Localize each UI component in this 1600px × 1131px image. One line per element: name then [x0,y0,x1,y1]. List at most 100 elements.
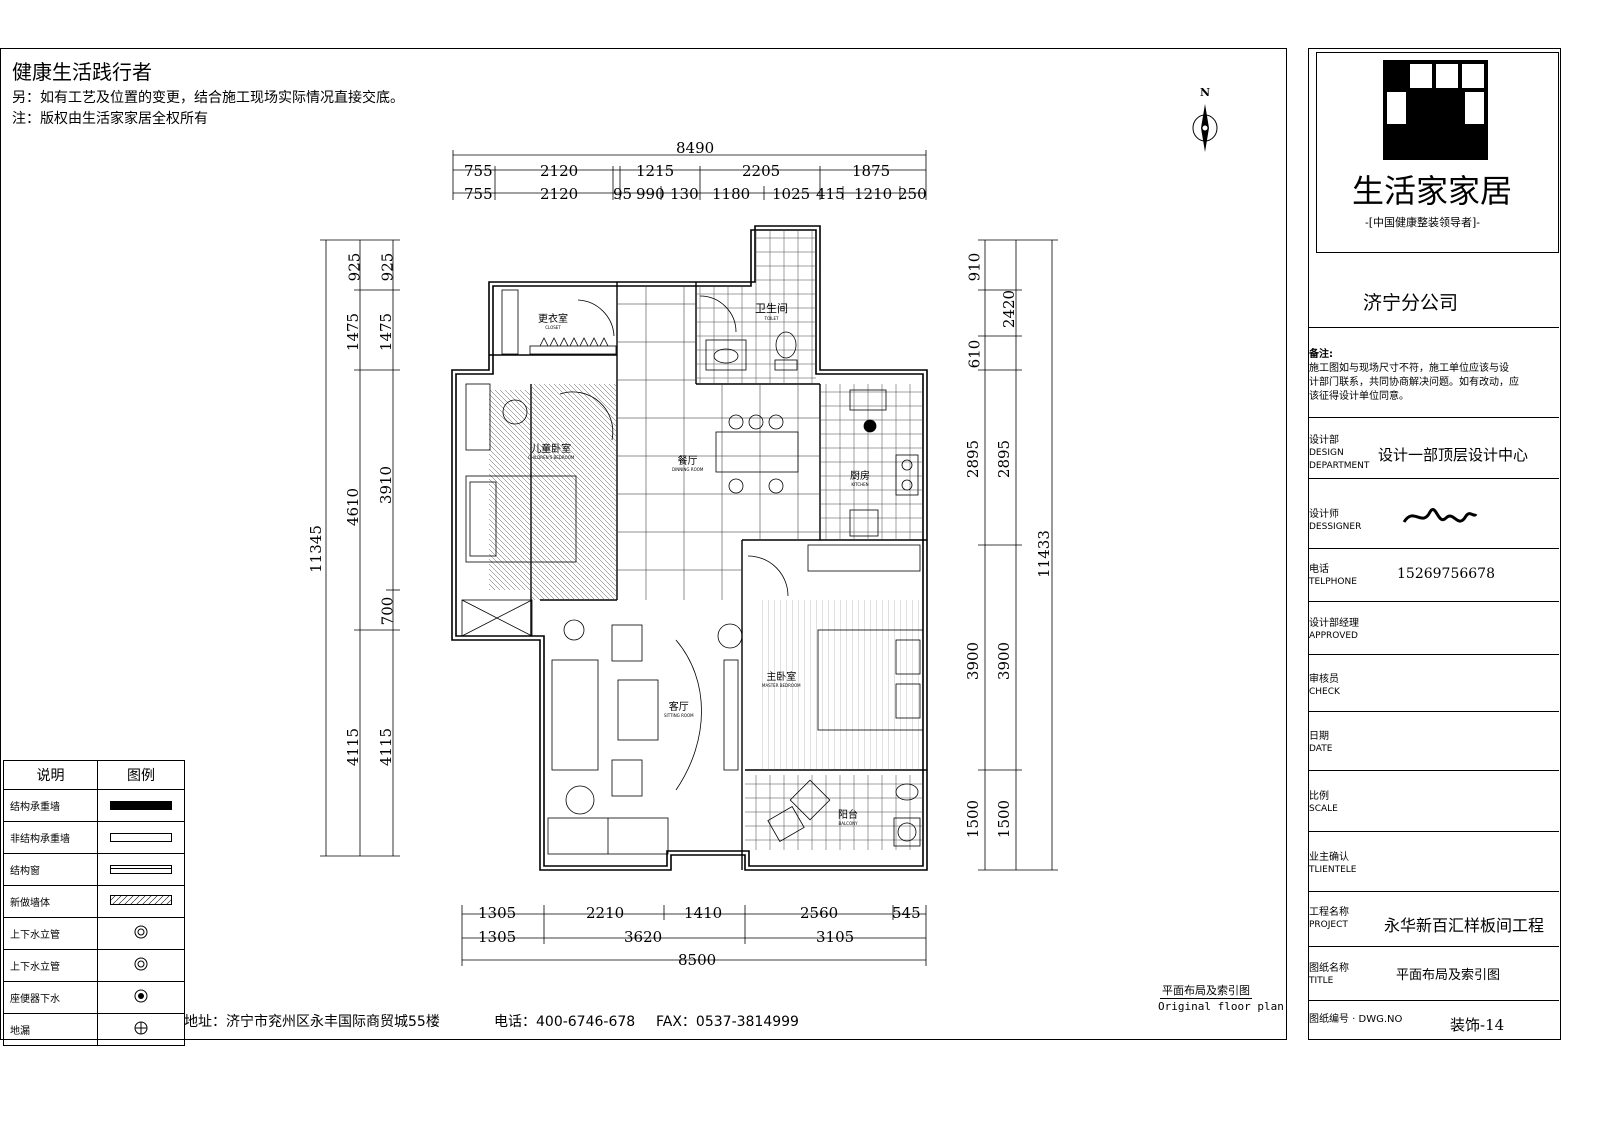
title-block-frame [1308,48,1561,1040]
toilet-floor [696,286,816,384]
hatched-wall-icon [110,895,172,905]
balcony-fixtures [767,779,921,847]
legend-label: 上下水立管 [3,949,98,982]
legend-header-sym: 图例 [97,760,185,790]
dim-left-c2-1: 1475 [377,312,396,352]
dim-top-r2-5: 1180 [712,185,751,203]
living-room-furniture [547,619,743,855]
field-label-cn: 设计师 [1309,509,1339,520]
dim-left-c1-1: 1475 [344,312,363,352]
dim-top-r2-8: 1210 [854,185,893,203]
branch-name: 济宁分公司 [1363,292,1459,314]
dim-left-c1-0: 925 [345,252,364,282]
field-label-cn: 日期 [1309,731,1329,742]
dim-top-r2-1: 2120 [540,185,579,203]
field-label-cn: 设计部 [1309,435,1339,446]
field-value-phone: 15269756678 [1397,566,1495,582]
tb-divider [1309,548,1559,549]
drawing-frame [0,48,1287,1040]
remarks-line-1: 施工图如与现场尺寸不符，施工单位应该与设 [1309,363,1509,374]
tb-divider [1309,711,1559,712]
dim-top-r2-3: 990 [636,185,665,203]
legend-label: 地漏 [3,1013,98,1046]
dim-bot-total: 8500 [678,951,717,969]
kitchen-fixtures [849,389,919,537]
toilet-drain-icon [134,989,148,1003]
dim-bot-r1-4: 545 [892,904,921,922]
dim-bot-r2-1: 3620 [624,928,663,946]
dim-top-r2-9: 250 [898,185,927,203]
header-note-2: 注：版权由生活家家居全权所有 [12,111,208,127]
field-label-cn: 工程名称 [1309,907,1349,918]
field-value-design-dept: 设计一部顶层设计中心 [1378,446,1529,464]
dim-top-r1-2: 1215 [636,162,675,180]
dining-table [715,414,799,494]
dim-right-total: 11433 [1034,530,1053,578]
legend-label: 结构窗 [3,853,98,886]
dim-right-c2-2: 2895 [995,439,1014,479]
field-label-en: TITLE [1309,976,1334,986]
toilet-fixtures [699,295,798,371]
tb-divider [1309,831,1559,832]
dining-floor [617,384,742,600]
dim-top-r2-7: 415 [816,185,845,203]
field-label-cn: 审核员 [1309,674,1339,685]
field-label-en: TLIENTELE [1309,865,1357,875]
dim-left-c2-3: 700 [378,596,397,626]
brand-logo-icon [1383,60,1488,160]
dim-top-r2-6: 1025 [772,185,811,203]
dim-bot-r2-2: 3105 [816,928,855,946]
legend-label: 非结构承重墙 [3,821,98,854]
legend-header-desc: 说明 [3,760,98,790]
field-label-cn: 电话 [1309,564,1329,575]
solid-wall-icon [110,801,172,810]
window-icon [110,865,172,874]
tb-divider [1309,654,1559,655]
compass-icon [1192,104,1218,152]
top-dimension-lines [452,150,927,200]
kitchen-floor [820,384,923,540]
child-bedroom-furniture [461,383,614,637]
legend-label: 上下水立管 [3,917,98,950]
dim-right-c1-1: 610 [965,339,984,369]
pipe-circle-icon [134,925,148,939]
tb-divider [1309,601,1559,602]
dim-top-r2-4: 130 [670,185,699,203]
field-label-en: APPROVED [1309,631,1358,641]
dim-top-r1-1: 2120 [540,162,579,180]
field-label-en: DEPARTMENT [1309,461,1370,471]
north-label: N [1200,86,1211,99]
field-label-en: DESIGN [1309,448,1344,458]
dim-top-r2-0: 755 [464,185,493,203]
dim-left-c2-2: 3910 [377,465,396,505]
tb-divider [1309,1000,1559,1001]
remarks-label: 备注: [1309,349,1333,360]
tb-divider [1309,946,1559,947]
dim-top-total: 8490 [676,139,715,157]
dim-left-total: 11345 [306,525,325,573]
field-label-cn: 设计部经理 [1309,618,1359,629]
field-label-en: DATE [1309,744,1333,754]
closet-furniture [501,289,617,355]
bottom-dimension-lines [461,905,927,966]
field-label-cn: 比例 [1309,791,1329,802]
footer-address: 地址：济宁市兖州区永丰国际商贸城55楼 [184,1014,440,1030]
dim-right-c1-4: 1500 [964,799,983,839]
brand-slogan: -[中国健康整装领导者]- [1365,216,1481,229]
tb-divider [1309,891,1559,892]
field-label-en: TELPHONE [1309,577,1357,587]
field-label-cn: 图纸名称 [1309,963,1349,974]
designer-signature-icon [1402,508,1478,523]
header-note-1: 另：如有工艺及位置的变更，结合施工现场实际情况直接交底。 [12,90,404,106]
pipe-circle-icon [134,957,148,971]
legend-table: 说明 图例 结构承重墙 非结构承重墙 结构窗 新做墙体 上下水立管 上下水立管 … [3,760,185,1046]
dim-bot-r2-0: 1305 [478,928,517,946]
dim-left-c2-0: 925 [378,252,397,282]
dim-right-c2-3: 3900 [995,641,1014,681]
